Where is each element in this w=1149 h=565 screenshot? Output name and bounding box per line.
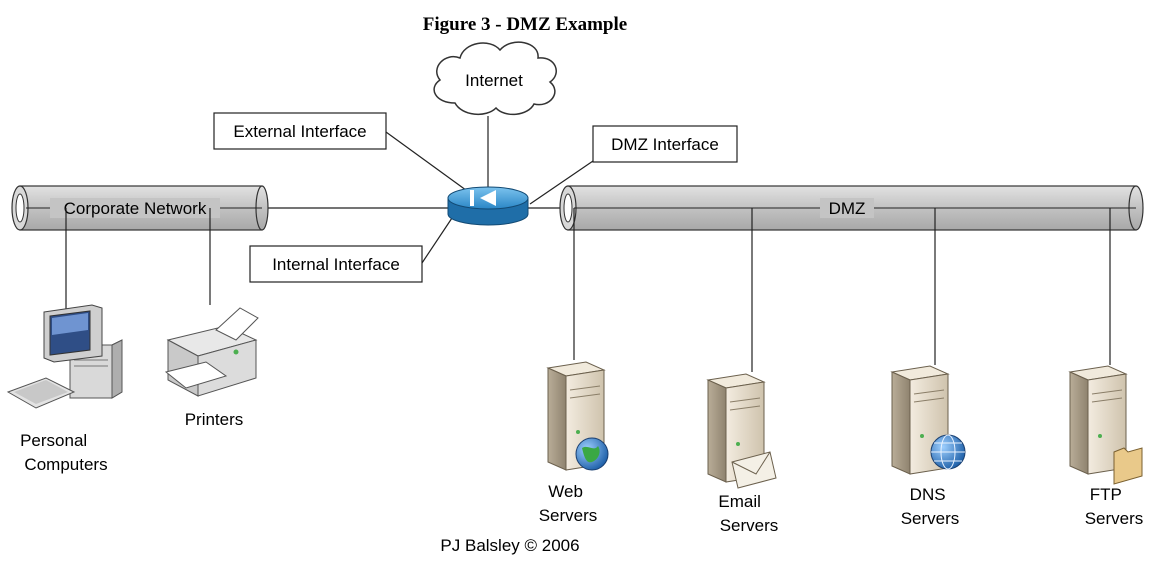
figure-title: Figure 3 - DMZ Example — [423, 14, 627, 35]
email-servers-label: Email Servers — [718, 492, 778, 535]
dns-servers-line2: Servers — [901, 509, 960, 528]
corporate-network-label: Corporate Network — [64, 199, 207, 218]
internet-cloud: Internet — [433, 41, 557, 116]
dmz-pipe: DMZ — [559, 185, 1144, 231]
dmz-interface-label: DMZ Interface — [611, 135, 719, 154]
personal-computers-label: Personal Computers — [20, 431, 107, 474]
ftp-server-icon — [1068, 365, 1143, 485]
dns-server-icon — [890, 365, 966, 475]
personal-computer-icon — [6, 304, 123, 409]
internal-interface-callout: Internal Interface — [249, 245, 423, 283]
firewall-router-icon — [447, 186, 529, 226]
copyright-credit: PJ Balsley © 2006 — [440, 536, 579, 555]
printer-icon — [164, 307, 259, 397]
external-interface-label: External Interface — [233, 122, 366, 141]
personal-computers-line1: Personal — [20, 431, 87, 450]
external-interface-callout: External Interface — [213, 112, 387, 150]
dns-servers-line1: DNS — [910, 485, 946, 504]
dns-servers-label: DNS Servers — [901, 485, 960, 528]
web-servers-line2: Servers — [539, 506, 598, 525]
email-servers-line2: Servers — [720, 516, 779, 535]
ftp-servers-label: FTP Servers — [1085, 485, 1144, 528]
web-servers-label: Web Servers — [539, 482, 598, 525]
ftp-servers-line2: Servers — [1085, 509, 1144, 528]
connection-lines — [262, 116, 594, 264]
email-server-icon — [706, 373, 777, 489]
personal-computers-line2: Computers — [24, 455, 107, 474]
web-servers-line1: Web — [548, 482, 583, 501]
corporate-network-pipe: Corporate Network — [11, 185, 269, 231]
ftp-servers-line1: FTP — [1090, 485, 1122, 504]
printers-label: Printers — [185, 410, 244, 429]
email-servers-line1: Email — [718, 492, 761, 511]
web-server-icon — [546, 361, 609, 471]
internal-interface-label: Internal Interface — [272, 255, 400, 274]
dmz-label: DMZ — [829, 199, 866, 218]
dmz-interface-callout: DMZ Interface — [592, 125, 738, 163]
drop-lines — [65, 208, 1111, 372]
internet-label: Internet — [465, 71, 523, 90]
